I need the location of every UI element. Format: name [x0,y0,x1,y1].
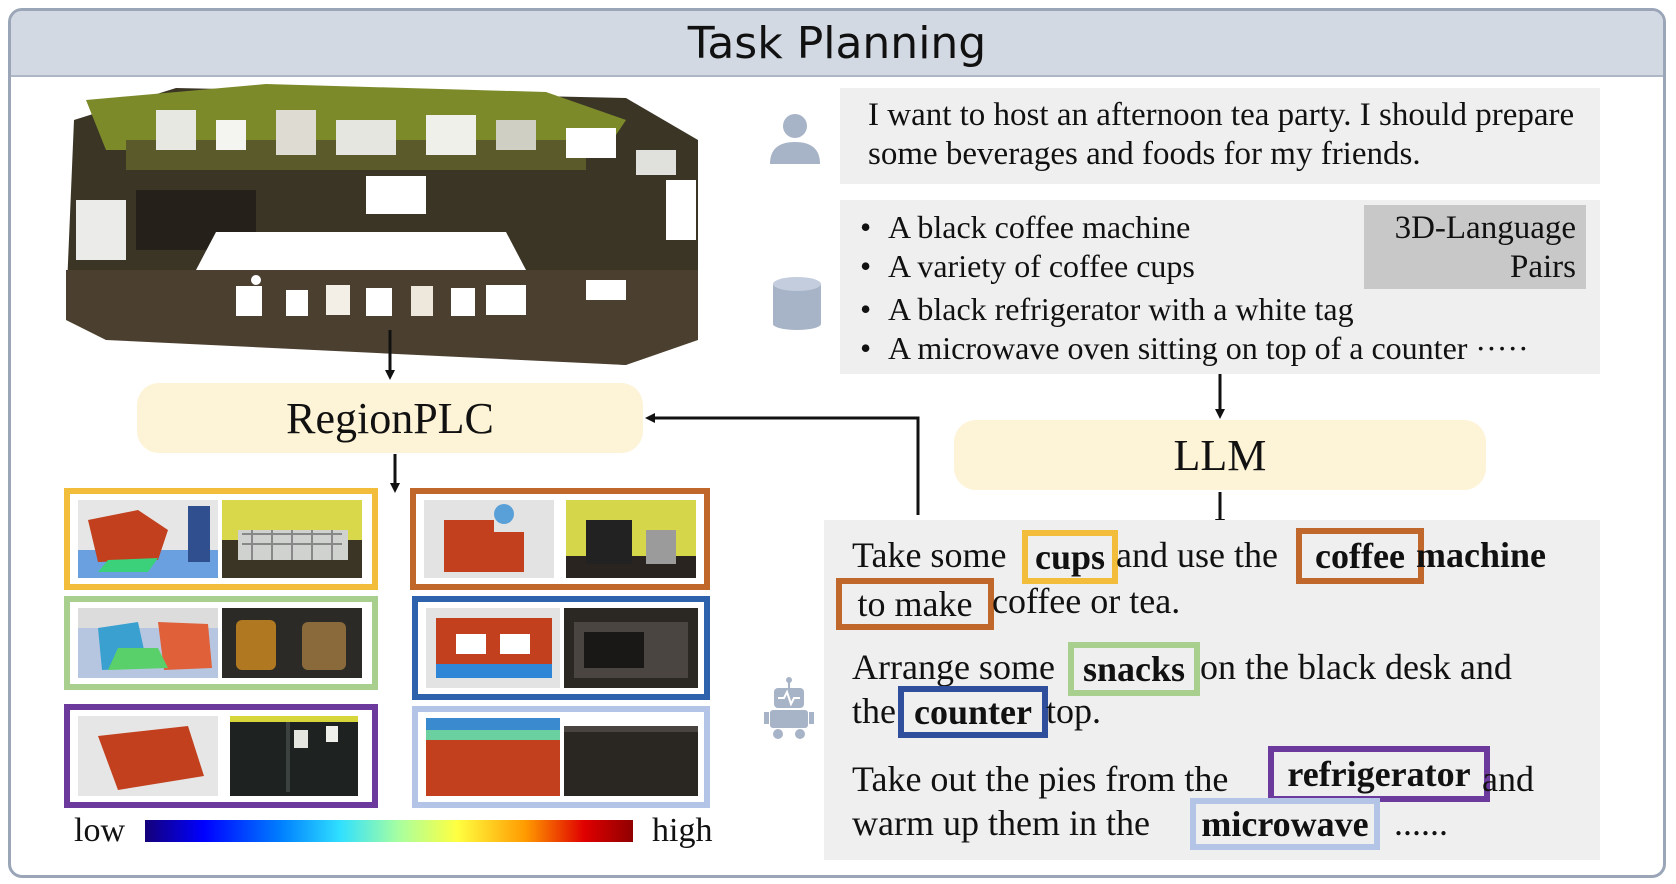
database-icon [773,277,821,330]
photo-microwave [564,718,698,796]
title-bar: Task Planning [11,11,1663,77]
heatmap-snacks [78,608,218,678]
heatmap-microwave [426,718,560,796]
response-text: warm up them in the [852,803,1150,843]
keyword-to-make: to make [836,578,994,630]
keyword-cups: cups [1022,530,1118,584]
pair-item: A variety of coffee cups [858,247,1529,286]
result-microwave [412,706,710,808]
photo-coffee-machine [566,500,696,578]
result-coffee-machine [410,488,710,590]
llm-block: LLM [954,420,1486,490]
heatmap-cups [78,500,218,578]
keyword-coffee: coffee [1296,528,1424,584]
arrow-response-to-regionplc [645,413,920,515]
photo-snacks [222,608,362,678]
response-text: top. [1046,691,1102,731]
regionplc-block: RegionPLC [137,383,643,453]
pair-item: A microwave oven sitting on top of a cou… [858,329,1529,368]
response-text: coffee or tea. [992,581,1181,621]
pair-item: A black coffee machine [858,208,1529,247]
photo-refrigerator [230,716,358,796]
response-text: on the black desk and [1200,647,1512,687]
response-text: and use the [1116,535,1278,575]
user-query-text: I want to host an afternoon tea party. I… [868,97,1575,172]
user-query-panel [840,88,1600,184]
user-icon [770,114,820,164]
robot-icon [764,677,814,739]
figure-title: Task Planning [687,17,987,69]
response-text: and [1482,759,1534,799]
result-snacks [64,596,378,690]
regionplc-label: RegionPLC [286,393,494,443]
keyword-microwave: microwave [1190,798,1380,850]
keyword-counter: counter [898,686,1048,738]
heatmap-counter [426,608,560,688]
keyword-snacks: snacks [1068,642,1200,696]
response-text: ...... [1394,803,1448,843]
response-text: Arrange some [852,647,1055,687]
scene-point-cloud [66,84,698,365]
llm-label: LLM [1173,430,1267,480]
photo-counter [564,608,698,688]
legend-high-label: high [652,812,713,849]
response-text: Take some [852,535,1007,575]
result-cups [64,488,378,590]
legend-low-label: low [74,812,125,849]
heatmap-coffee-machine [424,500,554,578]
pair-item: A black refrigerator with a white tag [858,290,1529,329]
result-counter [412,596,710,700]
language-pairs-list: A black coffee machine A variety of coff… [858,208,1529,368]
photo-cups [222,500,362,578]
language-pairs-tag: 3D-Language Pairs [1364,205,1586,289]
result-refrigerator [64,704,378,808]
response-text: machine [1416,535,1546,575]
heatmap-colorbar [145,820,633,842]
response-text: Take out the pies from the [852,759,1229,799]
keyword-refrigerator: refrigerator [1268,746,1490,802]
response-text: the [852,691,896,731]
heatmap-refrigerator [78,716,218,796]
